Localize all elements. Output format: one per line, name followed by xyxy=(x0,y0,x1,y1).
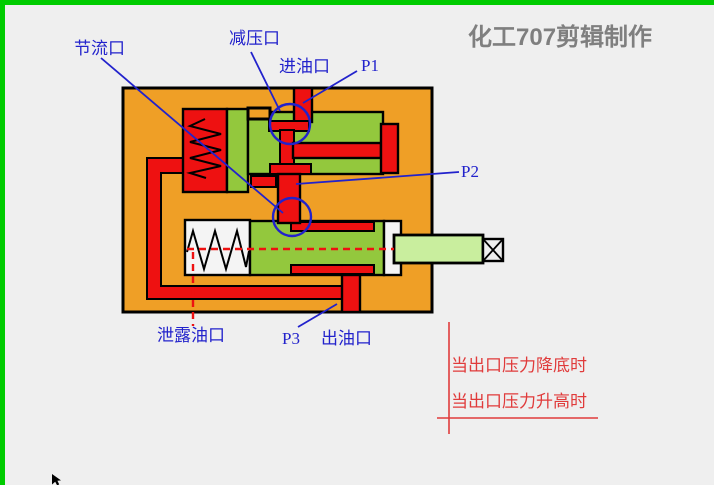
watermark-title: 化工707剪辑制作 xyxy=(468,24,653,51)
mouse-cursor[interactable] xyxy=(52,474,61,485)
label-throttle-port: 节流口 xyxy=(74,39,125,58)
p3-leader-line xyxy=(297,303,338,328)
label-inlet-port: 进油口 xyxy=(279,57,330,76)
adjuster-symbol xyxy=(481,237,505,263)
spool-slot-bottom xyxy=(290,264,375,275)
left-port-stub xyxy=(250,175,277,188)
window-border-top xyxy=(0,0,714,5)
main-spring xyxy=(186,227,250,273)
p2-ring xyxy=(271,196,313,238)
label-outlet-port: 出油口 xyxy=(321,329,372,348)
reducer-leader-line xyxy=(250,51,281,112)
stem-flange xyxy=(269,163,312,175)
spool-slot-top xyxy=(290,221,375,232)
label-reducing-port: 减压口 xyxy=(229,29,280,48)
pilot-spring xyxy=(186,118,222,179)
note-pressure-drop: 当出口压力降底时 xyxy=(451,356,587,375)
upper-body-step xyxy=(246,106,272,121)
upper-passage xyxy=(291,141,383,160)
label-p2: P2 xyxy=(461,162,479,181)
throttle-leader-line xyxy=(100,57,284,214)
outlet-channel xyxy=(340,272,362,314)
label-p3: P3 xyxy=(282,329,300,348)
piston-rod xyxy=(392,233,485,265)
window-border-left xyxy=(0,0,5,485)
p1-leader-line xyxy=(302,70,358,104)
upper-right-plug xyxy=(379,122,400,175)
label-p1: P1 xyxy=(361,56,379,75)
p2-leader-line xyxy=(295,171,460,185)
note-pressure-rise: 当出口压力升高时 xyxy=(451,392,587,411)
reducing-port-ring xyxy=(268,102,312,146)
label-leak-port: 泄露油口 xyxy=(157,326,225,345)
